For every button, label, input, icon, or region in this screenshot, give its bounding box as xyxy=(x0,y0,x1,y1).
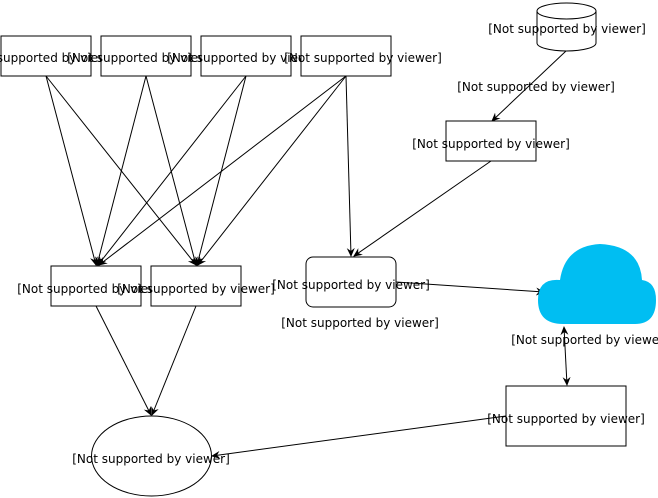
mid-left-box-1[interactable]: [Not supported by viewer] xyxy=(17,265,175,307)
middle-box[interactable]: [Not supported by viewer] xyxy=(412,120,570,162)
top-box-1[interactable]: [Not supported by viewer] xyxy=(0,35,125,77)
bottom-right-box-label: [Not supported by viewer] xyxy=(487,412,645,426)
edge-top3-midleft1[interactable] xyxy=(97,75,247,266)
middle-box-label: [Not supported by viewer] xyxy=(412,137,570,151)
database-cylinder[interactable]: [Not supported by viewer] xyxy=(488,2,646,52)
top-box-1-label: [Not supported by viewer] xyxy=(0,51,125,65)
rounded-box[interactable]: [Not supported by viewer] xyxy=(272,256,430,308)
bottom-right-box[interactable]: [Not supported by viewer] xyxy=(487,385,645,447)
database-label: [Not supported by viewer] xyxy=(488,22,646,36)
rounded-box-caption: [Not supported by viewer] xyxy=(281,316,439,330)
rounded-box-label: [Not supported by viewer] xyxy=(272,278,430,292)
edge-top4-rounded[interactable] xyxy=(345,75,355,257)
edge-midleft2-ellipse[interactable] xyxy=(151,305,197,416)
mid-left-box-2[interactable]: [Not supported by viewer] xyxy=(117,265,275,307)
edge-middle-rounded[interactable] xyxy=(353,160,492,257)
top-box-3[interactable]: [Not supported by viewer] xyxy=(167,35,325,77)
top-box-4[interactable]: [Not supported by viewer] xyxy=(284,35,442,77)
top-box-2-label: [Not supported by viewer] xyxy=(67,51,225,65)
mid-left-box-1-label: [Not supported by viewer] xyxy=(17,282,175,296)
edge-top1-midleft1[interactable] xyxy=(45,75,98,266)
edge-cloud-bottomright[interactable] xyxy=(560,326,571,386)
edge-midleft1-ellipse[interactable] xyxy=(95,305,152,416)
edge-db-middle[interactable] xyxy=(491,50,567,122)
top-box-2[interactable]: [Not supported by viewer] xyxy=(67,35,225,77)
top-box-4-label: [Not supported by viewer] xyxy=(284,51,442,65)
cloud-icon[interactable]: [Not supported by viewer] xyxy=(511,244,658,347)
cloud-label: [Not supported by viewer] xyxy=(511,333,658,347)
mid-left-box-2-label: [Not supported by viewer] xyxy=(117,282,275,296)
edge-rounded-cloud[interactable] xyxy=(395,281,545,296)
edge-top4-midleft1[interactable] xyxy=(98,75,347,266)
edge-top3-midleft2[interactable] xyxy=(195,75,247,266)
edge-top2-midleft1[interactable] xyxy=(95,75,147,266)
edge-top2-midleft2[interactable] xyxy=(145,75,198,266)
db-edge-label: [Not supported by viewer] xyxy=(457,80,615,94)
edge-bottomright-ellipse[interactable] xyxy=(211,415,507,459)
ellipse-node[interactable]: [Not supported by viewer] xyxy=(72,415,230,497)
ellipse-label: [Not supported by viewer] xyxy=(72,452,230,466)
edge-top4-midleft2[interactable] xyxy=(197,75,347,266)
top-box-3-label: [Not supported by viewer] xyxy=(167,51,325,65)
